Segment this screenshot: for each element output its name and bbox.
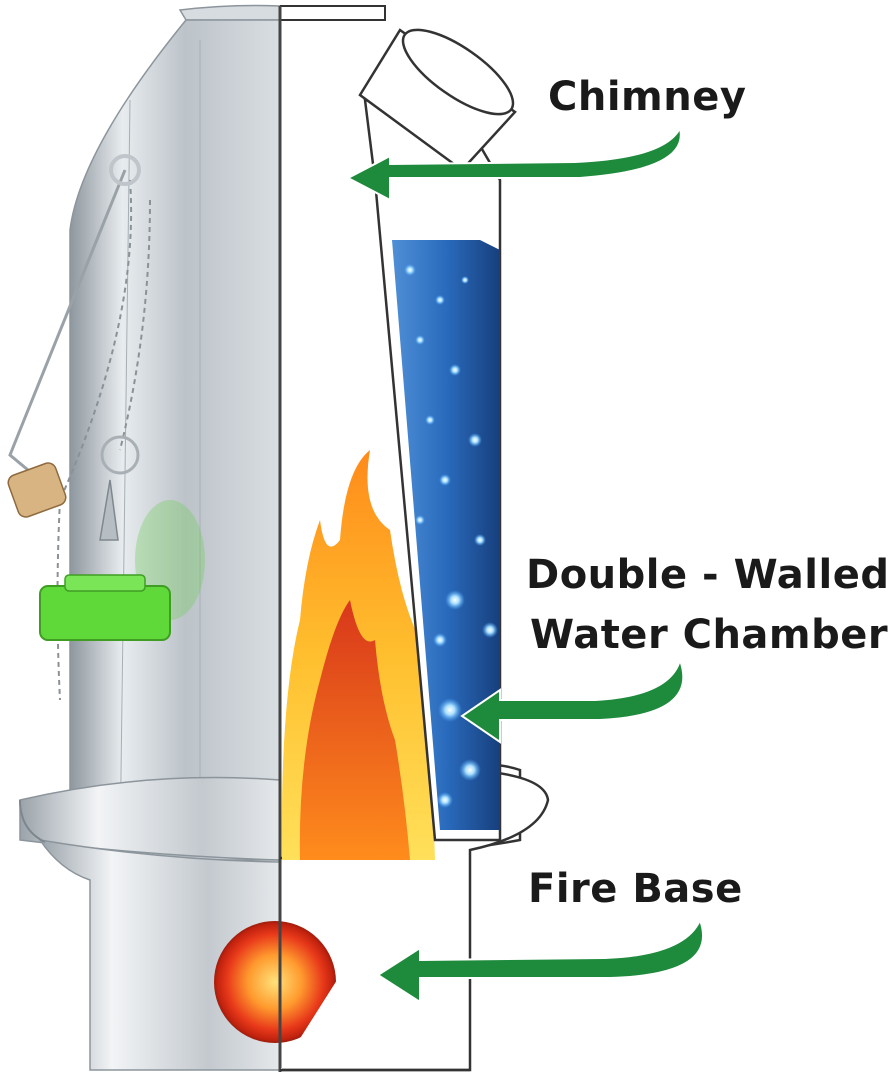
- water-chamber-label-line2: Water Chamber: [530, 612, 889, 658]
- kettle-cutaway: [278, 5, 550, 1072]
- green-curved-arrow-icon: [345, 125, 705, 1004]
- chimney-label: Chimney: [548, 74, 747, 120]
- wooden-grip-icon: [7, 462, 67, 518]
- kettle-exterior: [19, 4, 281, 1071]
- water-chamber: [363, 98, 502, 842]
- glowing-ember-icon: [214, 921, 336, 1043]
- green-stopper-icon: [39, 574, 171, 641]
- chimney-cap-icon: [358, 28, 517, 172]
- flame-icon: [281, 450, 435, 860]
- fire-base-label: Fire Base: [528, 866, 743, 912]
- water-chamber-label-line1: Double - Walled: [526, 552, 890, 598]
